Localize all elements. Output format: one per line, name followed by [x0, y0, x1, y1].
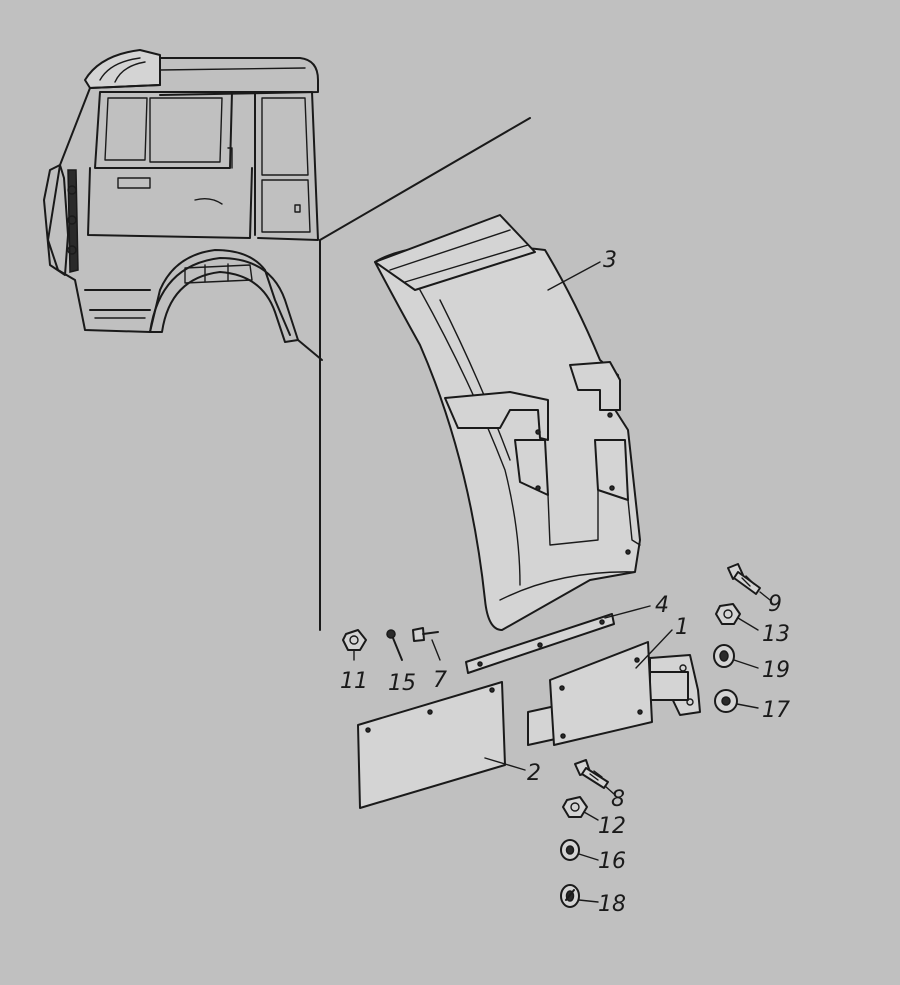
callout-16: 16: [598, 849, 626, 874]
nut-part-13: [715, 603, 759, 631]
mudguard-part-3: [374, 214, 641, 631]
callout-9: 9: [768, 592, 782, 617]
bolt-part-8: [574, 759, 615, 795]
callout-19: 19: [762, 658, 790, 683]
callout-15: 15: [388, 671, 416, 696]
washer-part-19: [713, 644, 759, 669]
callout-11: 11: [340, 669, 368, 694]
washer-part-17: [714, 689, 759, 713]
truck-cab-illustration: [43, 49, 531, 631]
callout-labels: 3 4 1 2 9 13 19 17 11 15 7 8 12 16 18: [340, 248, 790, 917]
strip-part-4: [465, 605, 651, 674]
plate-part-2: [357, 681, 526, 809]
callout-4: 4: [655, 593, 669, 618]
callout-2: 2: [527, 761, 541, 786]
bolt-part-9: [727, 563, 771, 601]
callout-18: 18: [598, 892, 626, 917]
pin-part-15: [386, 629, 403, 661]
callout-3: 3: [603, 248, 617, 273]
nut-part-11: [342, 629, 367, 661]
callout-8: 8: [611, 787, 625, 812]
callout-17: 17: [762, 698, 790, 723]
washer-part-16: [560, 839, 599, 861]
washer-part-18: [560, 884, 599, 908]
callout-7: 7: [433, 668, 447, 693]
nut-part-12: [562, 796, 599, 821]
callout-13: 13: [762, 622, 790, 647]
screw-part-7: [412, 627, 441, 661]
callout-1: 1: [675, 615, 689, 640]
callout-12: 12: [598, 814, 626, 839]
bracket-part-1: [527, 629, 701, 746]
